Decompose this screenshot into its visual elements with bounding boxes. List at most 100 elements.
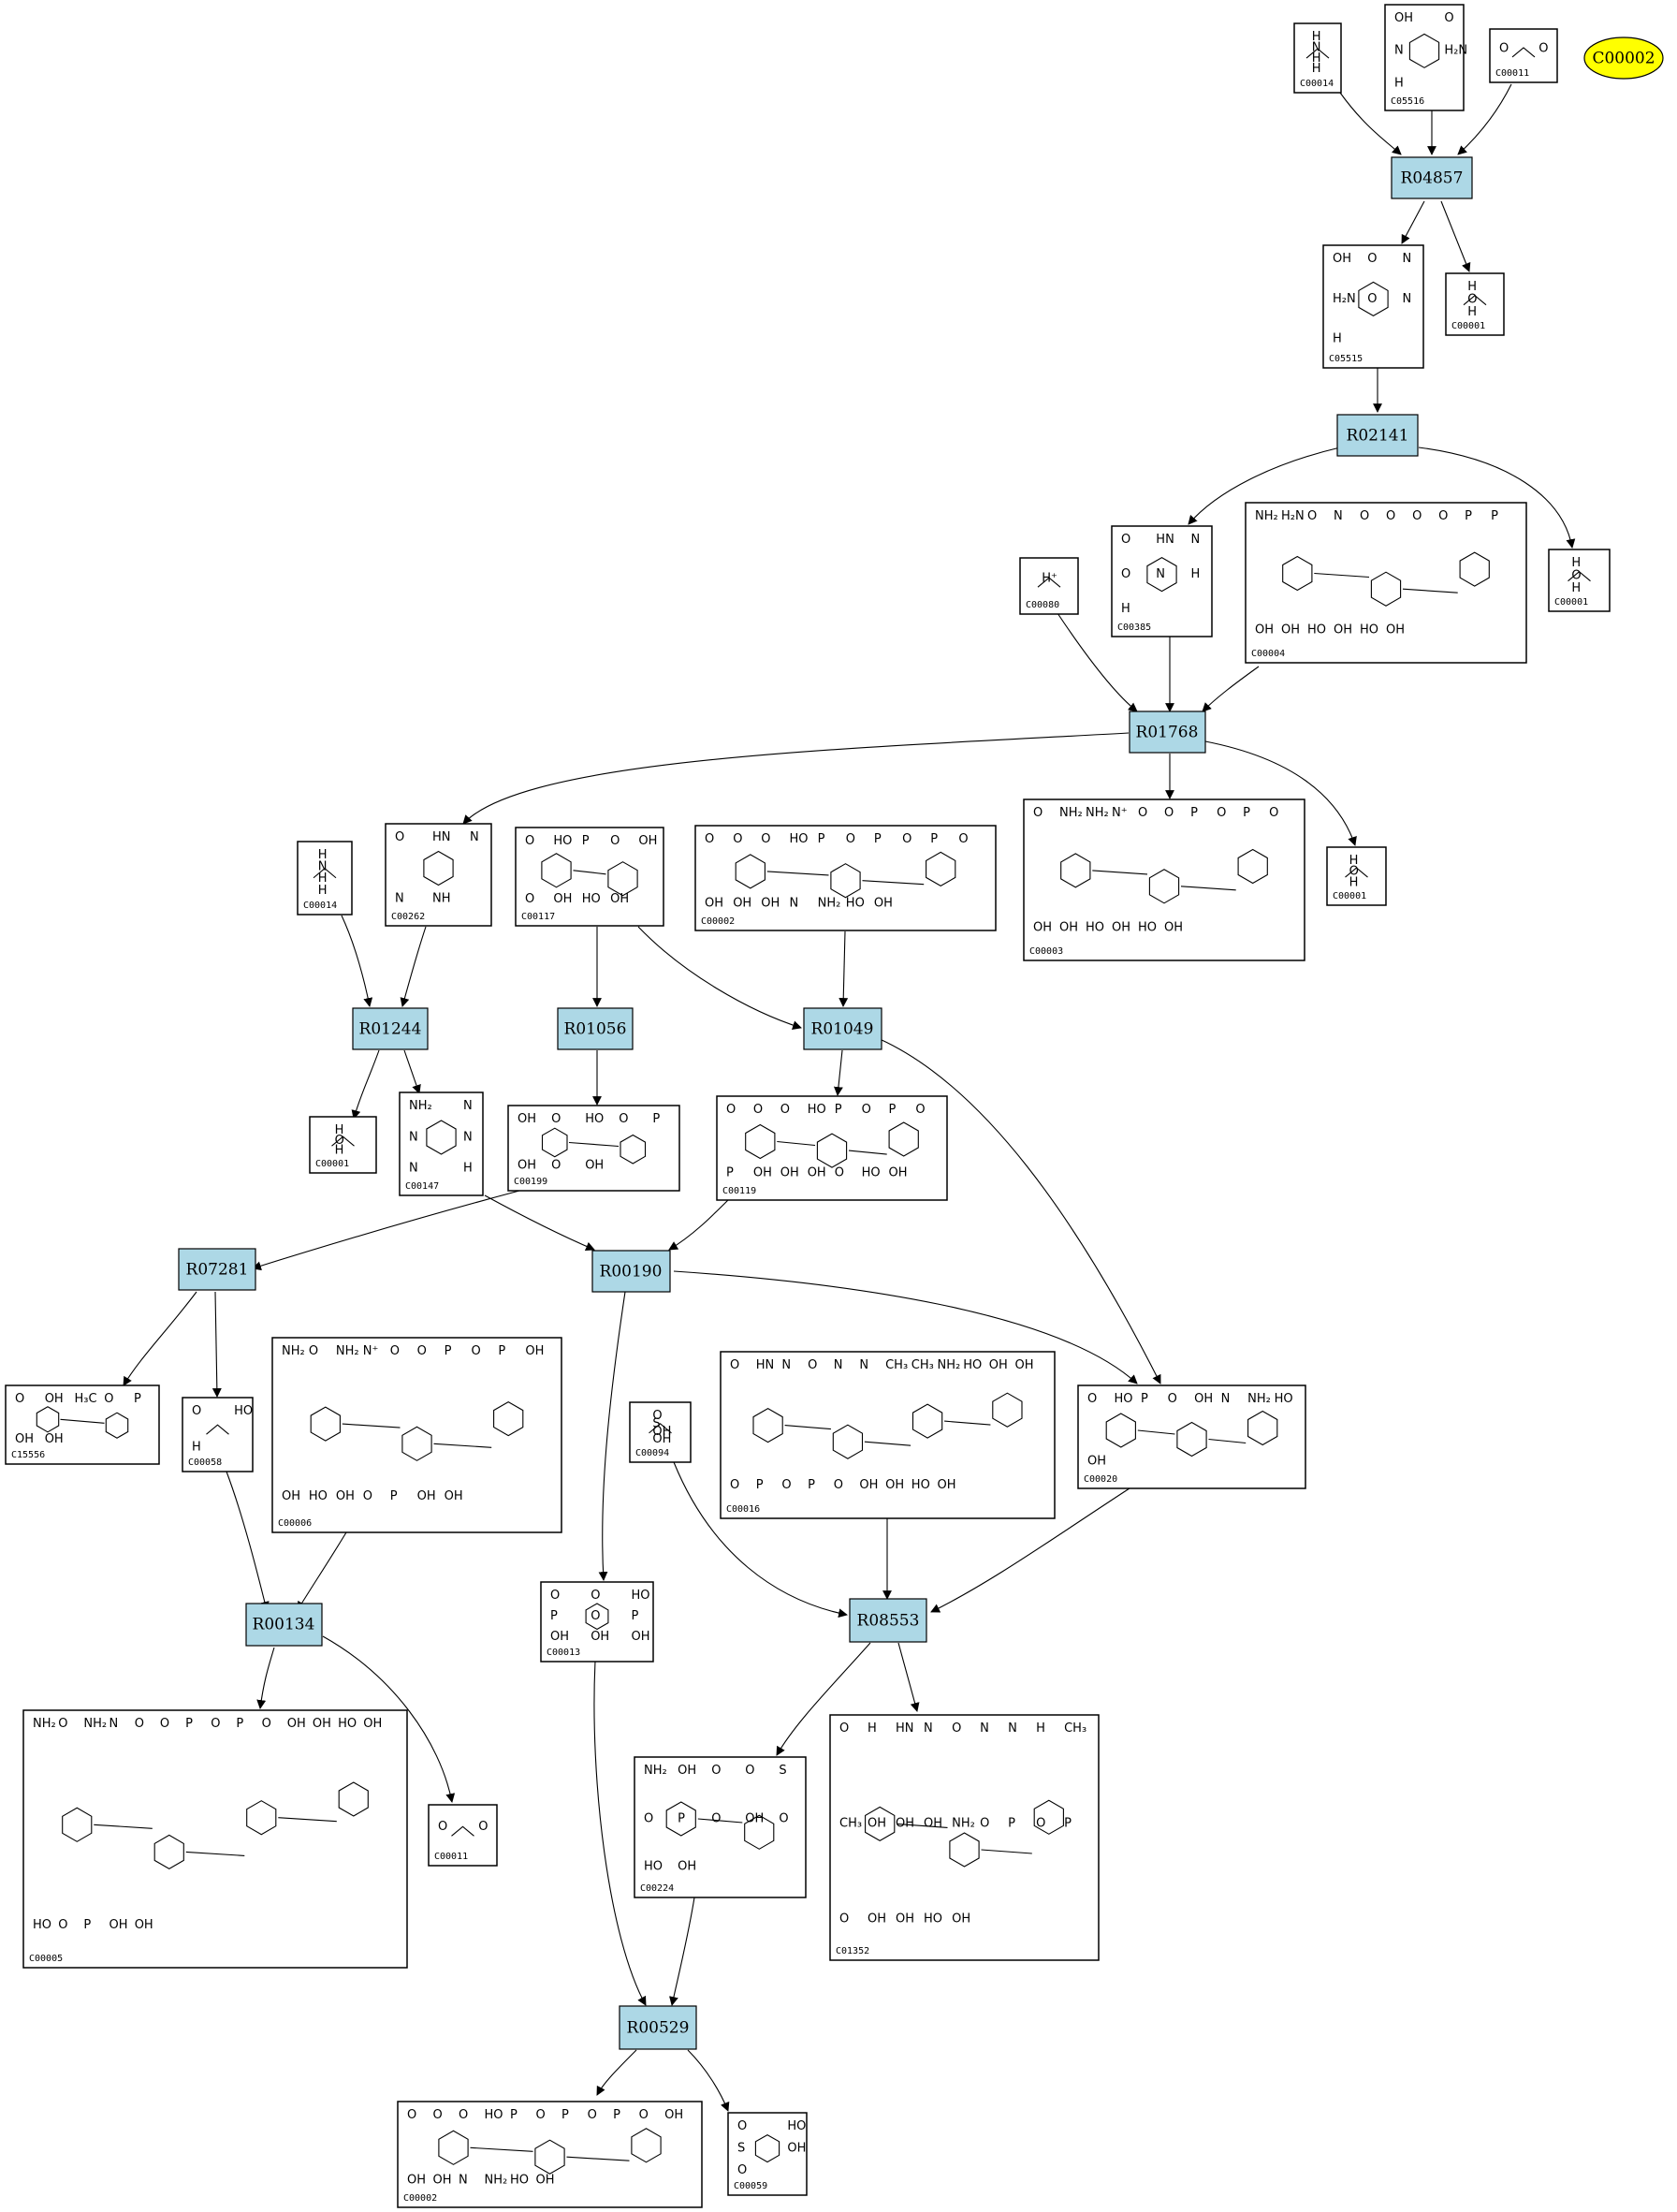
compound-id: C00011 [434, 1852, 468, 1862]
reaction-label: R04857 [1401, 169, 1464, 188]
atom-label: H [1191, 567, 1201, 581]
compound-box [22, 1709, 408, 1969]
structure-drawing [541, 1127, 647, 1165]
atom-label: O [550, 1589, 560, 1603]
atom-label: O [1307, 509, 1317, 523]
atom-label: OH [652, 1432, 671, 1446]
structure-drawing [423, 850, 454, 886]
highlighted-compound[interactable]: C00002 [1583, 37, 1664, 80]
atom-label: HO [1086, 920, 1104, 934]
atom-label: OH [678, 1860, 696, 1874]
reaction-r01244[interactable]: R01244 [352, 1007, 429, 1050]
atom-label: O [835, 1166, 844, 1180]
atom-label: N [781, 1358, 791, 1372]
structure-drawing [541, 853, 638, 897]
atom-label: P [835, 1103, 842, 1117]
atom-label: H⁺ [1042, 572, 1057, 586]
reaction-r01056[interactable]: R01056 [557, 1007, 634, 1050]
compound-id: C00011 [1495, 68, 1529, 79]
atom-label: OH [407, 2173, 426, 2187]
edge-r08553-c00224 [776, 1642, 871, 1756]
reaction-r02141[interactable]: R02141 [1336, 414, 1419, 457]
reaction-r04857[interactable]: R04857 [1391, 156, 1473, 199]
compound-box [1445, 272, 1505, 336]
atom-label: CH₃ [839, 1817, 862, 1831]
atom-label: P [726, 1166, 734, 1180]
atom-label: H [1312, 62, 1321, 76]
edge-c00013-r00529 [593, 1661, 647, 2006]
reaction-r00190[interactable]: R00190 [591, 1250, 671, 1293]
atom-label: N [834, 1358, 843, 1372]
reaction-r07281[interactable]: R07281 [178, 1248, 256, 1291]
compound-id: C05515 [1329, 354, 1363, 364]
edge-r04857-c05515 [1401, 200, 1425, 244]
edge-c00058-r00134 [226, 1471, 270, 1611]
structure-drawing [752, 1392, 1023, 1459]
atom-label: P [582, 834, 590, 848]
atom-label: O [780, 1103, 790, 1117]
atom-label: P [550, 1609, 558, 1623]
atom-label: CH₃ [885, 1358, 908, 1372]
edge-r01768-c00262 [462, 732, 1130, 825]
atom-label: O [737, 2119, 747, 2133]
reaction-r08553[interactable]: R08553 [849, 1598, 927, 1643]
compound-id: C00001 [315, 1159, 349, 1169]
atom-label: O [1121, 533, 1130, 547]
atom-label: O [1386, 509, 1395, 523]
edge-r02141-c00001 [1418, 447, 1576, 549]
reaction-label: R07281 [186, 1261, 249, 1280]
reaction-r01768[interactable]: R01768 [1129, 710, 1206, 754]
atom-label: HO [33, 1918, 51, 1932]
atom-label: N [1312, 40, 1321, 54]
atom-label: O [433, 2108, 443, 2122]
atom-label: O [390, 1344, 400, 1358]
reaction-label: R02141 [1347, 427, 1409, 446]
reaction-r00134[interactable]: R00134 [245, 1603, 323, 1647]
edge-r07281-c00058 [211, 1291, 222, 1398]
reaction-r00529[interactable]: R00529 [619, 2005, 697, 2050]
atom-label: O [1571, 569, 1581, 583]
reaction-r01049[interactable]: R01049 [803, 1007, 882, 1050]
atom-label: HO [1275, 1392, 1293, 1406]
atom-label: N [1334, 509, 1343, 523]
atom-label: N [1191, 533, 1201, 547]
compound-c00080[interactable]: H⁺C00080 [1019, 557, 1079, 615]
atom-label: O [591, 1589, 600, 1603]
atom-label: H [1349, 854, 1359, 868]
edge-c00147-r00190 [484, 1194, 595, 1252]
atom-label: OH [550, 1630, 569, 1644]
reaction-label: R00134 [253, 1616, 315, 1634]
atom-label: OH [652, 1425, 671, 1439]
